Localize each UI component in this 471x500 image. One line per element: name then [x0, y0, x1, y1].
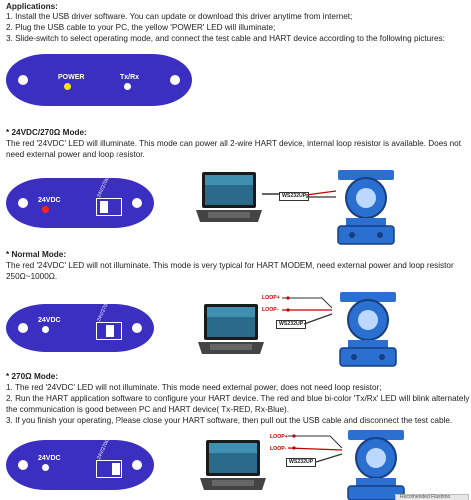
usb-modem-device-top: POWER Tx/Rx: [6, 54, 192, 106]
mode-270-line-2: 2. Run the HART application software to …: [6, 394, 471, 403]
mode-switch: [96, 198, 122, 216]
vdc-led-off-icon: [42, 326, 49, 333]
loop-plus-label-270: LOOP+: [270, 434, 288, 440]
mode-270-line-1: 1. The red '24VDC' LED will not illumina…: [6, 383, 382, 392]
txrx-led-icon: [124, 83, 131, 90]
application-step-1: 1. Install the USB driver software. You …: [6, 12, 353, 21]
recommended-tab[interactable]: Recomended Flashmo: [395, 494, 469, 500]
ws-tag: WS232UP: [279, 192, 310, 201]
vdc-led-off-icon-270: [42, 464, 49, 471]
application-step-2: 2. Plug the USB cable to your PC, the ye…: [6, 23, 276, 32]
vdc-label-270: 24VDC: [38, 455, 61, 462]
test-leads: [306, 190, 337, 198]
mode-24vdc-title: * 24VDC/270Ω Mode:: [6, 128, 87, 137]
hart-transmitter-icon: [337, 170, 395, 245]
ws-tag-270: WS232UP: [286, 458, 317, 467]
mode-normal-description: The red '24VDC' LED will not illuminate.…: [6, 261, 454, 281]
mode-normal-title: * Normal Mode:: [6, 250, 67, 259]
loop-minus-label-270: LOOP-: [270, 446, 287, 452]
loop-minus-label: LOOP-: [262, 307, 279, 313]
usb-modem-device-270: 24VDC 24V/270Ω Normal 270Ω: [6, 410, 154, 490]
mode-24vdc-description: The red '24VDC' LED will illuminate. Thi…: [6, 139, 462, 159]
txrx-led-label: Tx/Rx: [120, 74, 140, 81]
loop-plus-label: LOOP+: [262, 295, 280, 301]
mode-switch-270: [96, 460, 122, 478]
power-led-label: POWER: [58, 74, 85, 81]
vdc-label: 24VDC: [38, 197, 61, 204]
loop-wiring-270: [287, 434, 343, 463]
vdc-led-icon: [42, 206, 49, 213]
laptop-icon-270: [200, 440, 266, 490]
power-led-icon: [64, 83, 71, 90]
ws-tag-normal: WS232UP: [276, 320, 307, 329]
mode-270-line-3: the communication is good between PC and…: [6, 405, 290, 414]
vdc-label-normal: 24VDC: [38, 317, 61, 324]
mode-270-line-4: 3. If you finish your operating, Please …: [6, 416, 453, 425]
usb-modem-device-normal: 24VDC 24V/270Ω Normal 270Ω: [6, 272, 154, 352]
laptop-icon: [196, 172, 262, 222]
usb-cable: [262, 193, 280, 195]
application-step-3: 3. Slide-switch to select operating mode…: [6, 34, 445, 43]
usb-modem-device-24vdc: 24VDC 24V/270Ω Normal 270Ω: [6, 148, 154, 228]
mode-270-title: * 270Ω Mode:: [6, 372, 59, 381]
mode-switch-normal: [96, 322, 122, 340]
laptop-icon-normal: [198, 304, 264, 354]
hart-transmitter-icon-normal: [339, 292, 397, 367]
hart-transmitter-icon-270: [347, 430, 405, 500]
loop-wiring: [282, 296, 333, 325]
applications-heading: Applications:: [6, 2, 58, 11]
